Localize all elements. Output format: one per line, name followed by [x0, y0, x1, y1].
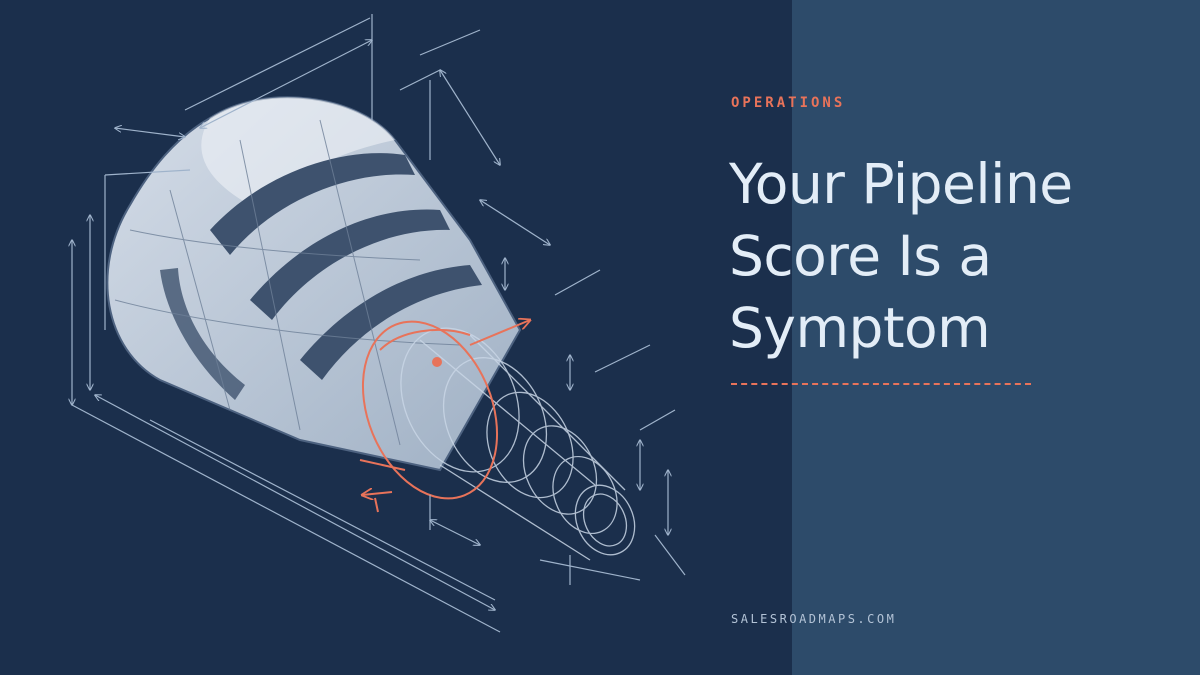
funnel-blueprint-illustration [0, 14, 686, 633]
site-url: SALESROADMAPS.COM [731, 612, 897, 626]
dimension-lines [72, 14, 686, 633]
funnel-body [106, 96, 522, 472]
right-panel [792, 0, 1200, 675]
category-label: OPERATIONS [731, 95, 846, 111]
page-title: Your Pipeline Score Is a Symptom [729, 152, 1073, 360]
dashed-divider [731, 383, 1031, 385]
